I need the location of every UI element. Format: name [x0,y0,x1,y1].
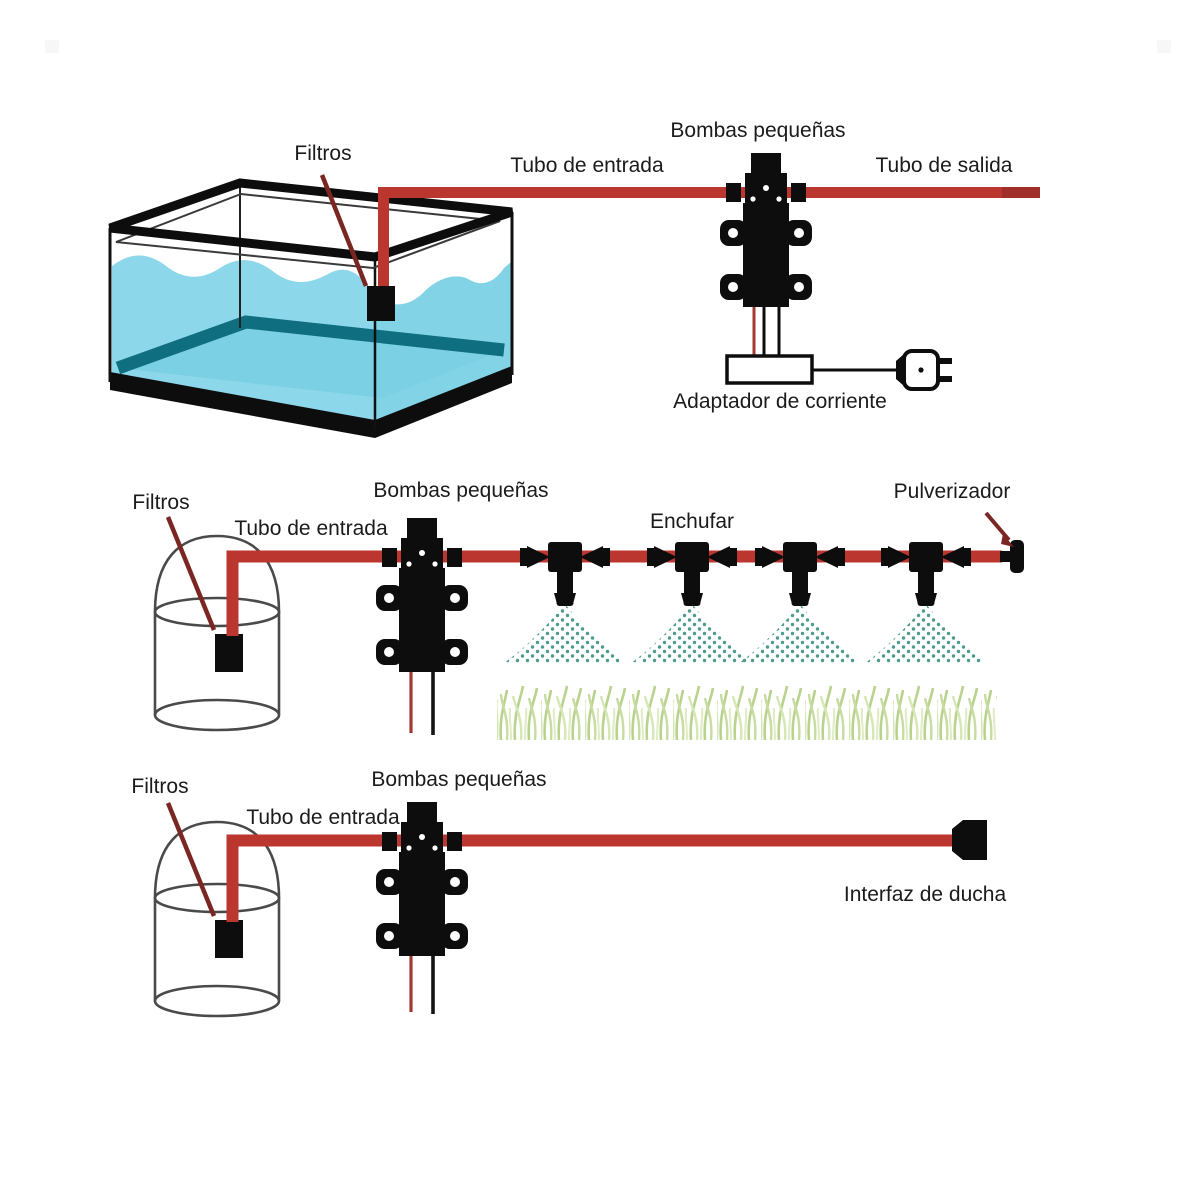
filtros-pointer-line [165,516,217,631]
bucket-icon [153,534,281,732]
label-filtros-bot: Filtros [131,775,189,798]
label-interfaz-ducha: Interfaz de ducha [843,883,1007,906]
red-hose-icon [378,187,1040,290]
label-bombas-mid: Bombas pequeñas [373,479,549,502]
power-plug-icon [896,349,952,391]
bucket-icon [153,820,281,1018]
water-pump-icon [376,802,468,1014]
label-adaptador: Adaptador de corriente [673,390,887,413]
label-pulverizador: Pulverizador [893,480,1011,503]
red-hose-icon [226,834,956,922]
label-bombas-top: Bombas pequeñas [670,119,846,142]
label-tubo-salida: Tubo de salida [875,154,1013,177]
label-filtros-mid: Filtros [132,491,190,514]
label-enchufar: Enchufar [649,510,735,533]
label-filtros-top: Filtros [294,142,352,165]
label-bombas-bot: Bombas pequeñas [371,768,547,791]
red-hose-icon [226,550,1002,636]
aquarium-tank-icon [108,178,514,438]
label-tubo-entrada-top: Tubo de entrada [510,154,664,177]
sprayer-end-cap-icon [1000,540,1024,573]
water-pump-icon [376,518,468,735]
label-tubo-entrada-mid: Tubo de entrada [234,517,388,540]
filter-cube-icon [367,286,395,321]
shower-interface-icon [952,820,987,860]
mist-spray-icon [504,604,987,663]
power-adapter-icon [725,354,903,385]
pulverizador-pointer-line [984,511,1014,547]
label-tubo-entrada-bot: Tubo de entrada [246,806,400,829]
filtros-pointer-line [319,174,369,287]
grass-icon [497,656,997,740]
water-pump-icon [720,153,812,360]
filtros-pointer-line [165,802,217,917]
watermark-squares [45,40,1171,53]
